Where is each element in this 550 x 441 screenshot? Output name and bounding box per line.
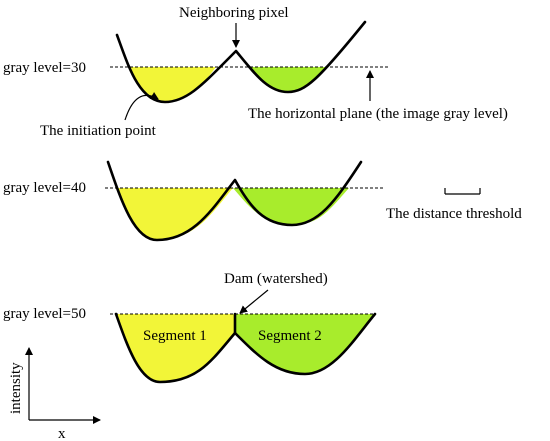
dam-arrow (239, 289, 269, 314)
segment-2-label: Segment 2 (258, 328, 322, 344)
right-basin-water (233, 188, 349, 225)
horizontal-plane-label: The horizontal plane (the image gray lev… (248, 106, 508, 122)
dam-label: Dam (watershed) (224, 271, 328, 287)
segment-1-label: Segment 1 (143, 328, 207, 344)
gray-level-label: gray level=50 (3, 306, 86, 322)
left-basin-water (116, 314, 235, 382)
neighboring-pixel-label: Neighboring pixel (179, 5, 289, 21)
panel-gray-level-30: gray level=30 (3, 20, 388, 104)
left-basin-water (117, 188, 233, 240)
gray-level-label: gray level=30 (3, 60, 86, 76)
panel-1-annotations: Neighboring pixel The initiation point T… (40, 5, 508, 139)
axes: intensity x (8, 347, 101, 441)
gray-level-label: gray level=40 (3, 180, 86, 196)
intensity-profile-curve (115, 20, 367, 104)
distance-threshold-label: The distance threshold (386, 206, 522, 222)
initiation-point-label: The initiation point (40, 123, 157, 139)
right-basin-water (235, 314, 375, 374)
initiation-point-arrow (124, 91, 159, 121)
y-axis-label: intensity (8, 362, 24, 414)
panel-gray-level-40: gray level=40 The distance threshold (3, 160, 522, 242)
panel-gray-level-50: gray level=50 Dam (watershed) Segment 1 … (3, 271, 377, 384)
intensity-profile-curve (106, 160, 363, 242)
x-axis-label: x (58, 426, 66, 441)
